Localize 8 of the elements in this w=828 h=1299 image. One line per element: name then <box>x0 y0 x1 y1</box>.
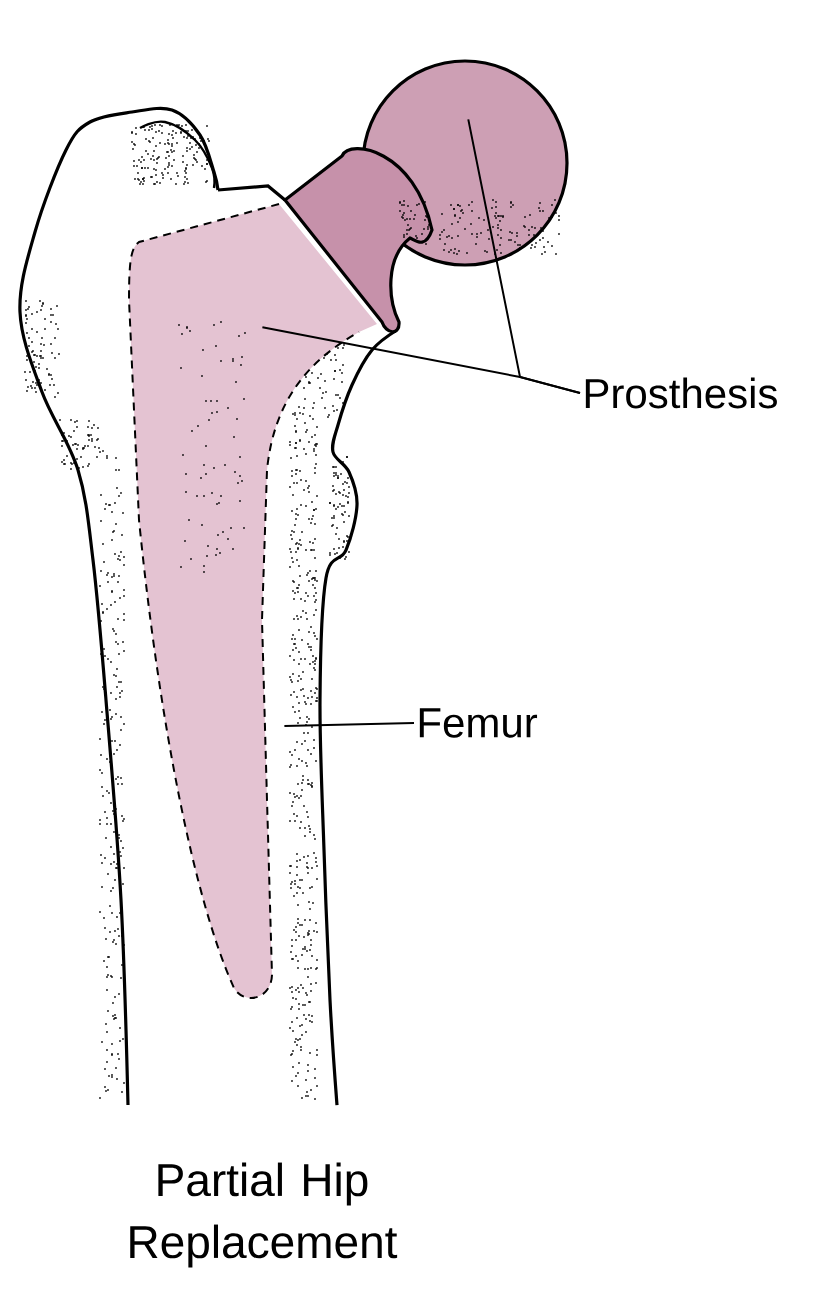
prosthesis-stem <box>128 203 377 999</box>
femur-drawing <box>18 107 398 1106</box>
part-label: Prosthesis <box>585 377 777 409</box>
leader-line <box>261 326 581 394</box>
leader-line <box>283 722 415 727</box>
prosthesis-head <box>283 59 569 334</box>
caption: Partial Hip Replacement <box>130 1162 398 1268</box>
part-label: Femur <box>419 708 538 738</box>
